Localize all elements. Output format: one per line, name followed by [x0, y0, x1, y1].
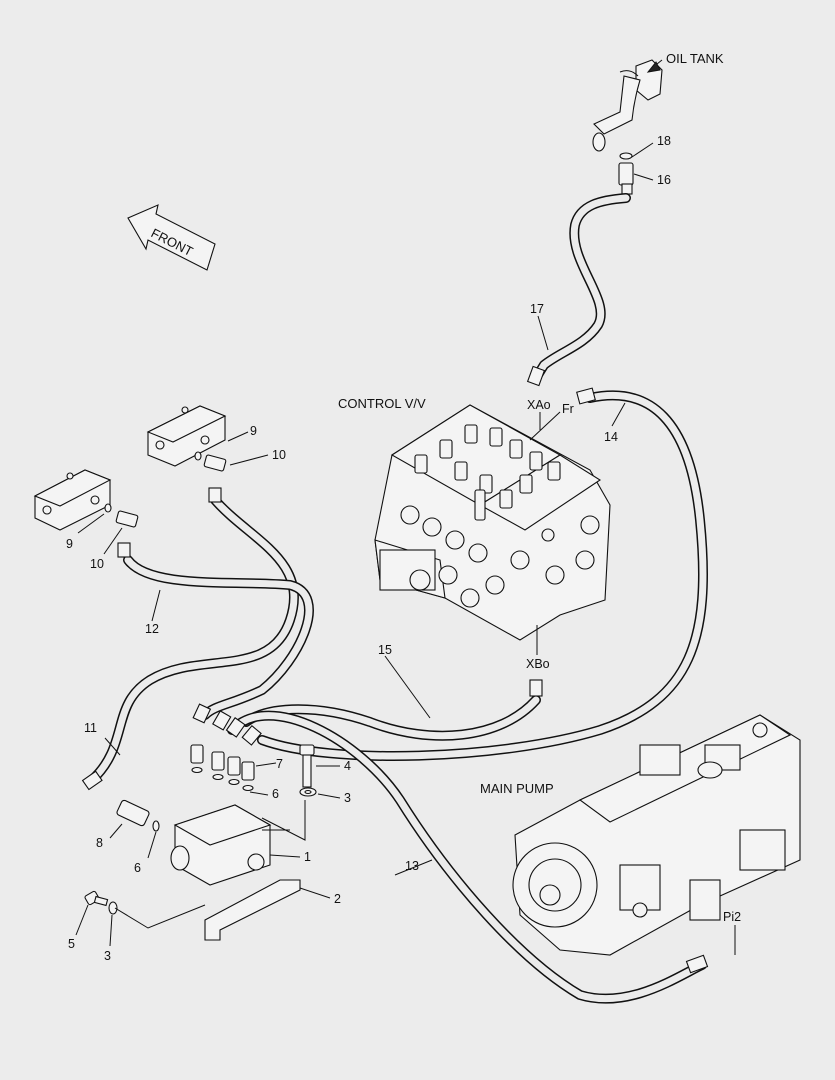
oil-tank-label: OIL TANK — [666, 51, 724, 66]
oil-tank-arrow — [646, 59, 663, 73]
callout-6-left: 6 — [134, 861, 141, 875]
callout-8: 8 — [96, 836, 103, 850]
o-ring-18 — [619, 152, 633, 160]
check-valve-8 — [116, 799, 160, 832]
hose-12 — [123, 555, 314, 720]
callout-18: 18 — [657, 134, 671, 148]
manifold-block-1 — [170, 804, 272, 886]
callout-7: 7 — [276, 757, 283, 771]
hose-13 — [227, 710, 707, 1004]
washer-3-upper — [299, 787, 317, 797]
callout-10-upper: 10 — [272, 448, 286, 462]
callout-10-lower: 10 — [90, 557, 104, 571]
callout-14: 14 — [604, 430, 618, 444]
pilot-block-upper — [146, 405, 227, 467]
elbow-fittings-10 — [104, 451, 227, 528]
hose-15 — [241, 695, 541, 741]
pilot-block-lower — [33, 469, 112, 531]
hose-11 — [87, 495, 299, 785]
connectors-7 — [190, 744, 255, 792]
main-pump — [512, 714, 801, 956]
valve-spool-caps — [414, 424, 561, 521]
oil-tank-suction-elbow — [592, 59, 663, 152]
callout-11: 11 — [84, 721, 97, 735]
callout-numbers: 18 16 17 14 15 9 10 9 10 12 11 13 7 6 4 … — [66, 134, 671, 963]
bolt-5 — [84, 890, 109, 907]
hose-14 — [257, 390, 708, 761]
bracket-2 — [204, 879, 301, 941]
callout-4: 4 — [344, 759, 351, 773]
callout-3-upper: 3 — [344, 791, 351, 805]
callout-16: 16 — [657, 173, 671, 187]
hose-17 — [531, 193, 631, 383]
valve-ports — [400, 505, 600, 608]
front-arrow: FRONT — [127, 204, 216, 271]
port-pi2-label: Pi2 — [723, 910, 741, 924]
port-xao-label: XAo — [527, 398, 551, 412]
callout-3-lower: 3 — [104, 949, 111, 963]
callout-5: 5 — [68, 937, 75, 951]
callout-1: 1 — [304, 850, 311, 864]
callout-15: 15 — [378, 643, 392, 657]
control-valve — [374, 404, 611, 655]
washer-3-lower — [108, 901, 118, 915]
callout-13: 13 — [405, 859, 419, 873]
callout-6-right: 6 — [272, 787, 279, 801]
callout-9-lower: 9 — [66, 537, 73, 551]
hose-fittings — [81, 365, 709, 974]
connector-16 — [618, 162, 634, 195]
control-valve-label: CONTROL V/V — [338, 396, 426, 411]
main-pump-label: MAIN PUMP — [480, 781, 554, 796]
port-fr-label: Fr — [562, 402, 574, 416]
callout-17: 17 — [530, 302, 544, 316]
port-xbo-label: XBo — [526, 657, 550, 671]
leader-lines — [75, 142, 654, 947]
callout-12: 12 — [145, 622, 159, 636]
callout-9-upper: 9 — [250, 424, 257, 438]
callout-2: 2 — [334, 892, 341, 906]
bolt-4 — [299, 744, 315, 788]
